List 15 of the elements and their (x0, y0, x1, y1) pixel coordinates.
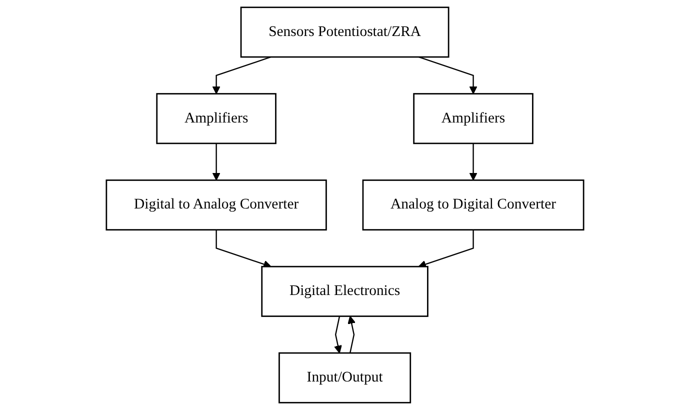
arrow (216, 230, 272, 268)
arrow (212, 56, 272, 94)
arrow (212, 143, 220, 181)
arrow (418, 230, 474, 268)
arrow (469, 143, 478, 181)
node-box: Amplifiers (413, 93, 534, 144)
arrow (334, 316, 342, 354)
node-box: Digital Electronics (261, 266, 428, 317)
node-box: Sensors Potentiostat/ZRA (240, 6, 450, 58)
arrow (418, 56, 478, 94)
node-box: Amplifiers (156, 93, 276, 144)
node-box: Digital to Analog Converter (106, 180, 327, 230)
node-box: Input/Output (278, 352, 412, 404)
node-box: Analog to Digital Converter (362, 180, 584, 230)
arrow (348, 316, 356, 354)
